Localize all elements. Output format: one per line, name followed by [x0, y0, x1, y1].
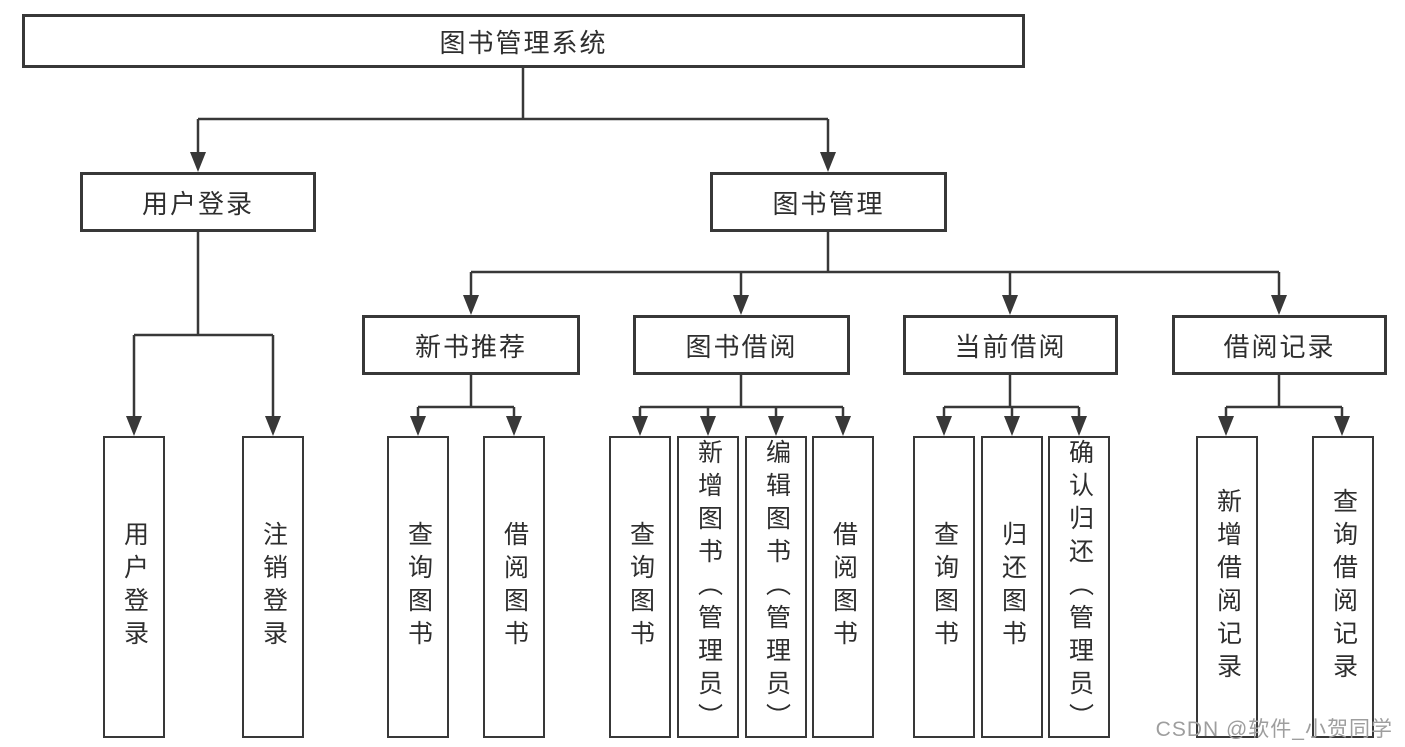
arrowhead-icon [1004, 416, 1020, 436]
leaf-add-books-admin: 新增图书（管理员） [677, 436, 739, 738]
node-user-login: 用户登录 [80, 172, 316, 232]
node-new-book-recommend-label: 新书推荐 [414, 331, 527, 362]
arrowhead-icon [506, 416, 522, 436]
node-book-borrowing-label: 图书借阅 [685, 331, 798, 362]
leaf-return-books: 归还图书 [981, 436, 1043, 738]
leaf-borrow-books-1-label: 借阅图书 [500, 521, 529, 653]
leaf-query-books-3-label: 查询图书 [930, 521, 959, 653]
node-library-system: 图书管理系统 [22, 14, 1025, 68]
leaf-logout-label: 注销登录 [259, 521, 288, 653]
arrowhead-icon [1218, 416, 1234, 436]
arrowhead-icon [265, 416, 281, 436]
arrowhead-icon [126, 416, 142, 436]
arrowhead-icon [1334, 416, 1350, 436]
arrowhead-icon [936, 416, 952, 436]
leaf-query-borrow-record-label: 查询借阅记录 [1329, 488, 1358, 686]
arrowhead-icon [1002, 295, 1018, 315]
arrowhead-icon [835, 416, 851, 436]
leaf-user-login: 用户登录 [103, 436, 165, 738]
arrowhead-icon [1071, 416, 1087, 436]
node-user-login-label: 用户登录 [141, 188, 254, 219]
arrowhead-icon [768, 416, 784, 436]
node-current-borrowing-label: 当前借阅 [954, 331, 1067, 362]
node-current-borrowing: 当前借阅 [903, 315, 1118, 375]
arrowhead-icon [1271, 295, 1287, 315]
arrowhead-icon [190, 152, 206, 172]
leaf-query-books-3: 查询图书 [913, 436, 975, 738]
leaf-query-borrow-record: 查询借阅记录 [1312, 436, 1374, 738]
leaf-query-books-1-label: 查询图书 [404, 521, 433, 653]
node-borrowing-records: 借阅记录 [1172, 315, 1387, 375]
leaf-edit-books-admin: 编辑图书（管理员） [745, 436, 807, 738]
arrowhead-icon [733, 295, 749, 315]
node-book-management-label: 图书管理 [772, 188, 885, 219]
node-book-management: 图书管理 [710, 172, 947, 232]
arrowhead-icon [700, 416, 716, 436]
leaf-query-books-1: 查询图书 [387, 436, 449, 738]
leaf-add-books-admin-label: 新增图书（管理员） [694, 438, 723, 736]
arrowhead-icon [463, 295, 479, 315]
leaf-query-books-2: 查询图书 [609, 436, 671, 738]
leaf-add-borrow-record: 新增借阅记录 [1196, 436, 1258, 738]
node-borrowing-records-label: 借阅记录 [1223, 331, 1336, 362]
node-library-system-label: 图书管理系统 [439, 27, 608, 58]
arrowhead-icon [632, 416, 648, 436]
leaf-user-login-label: 用户登录 [120, 521, 149, 653]
leaf-add-borrow-record-label: 新增借阅记录 [1213, 488, 1242, 686]
arrowhead-icon [820, 152, 836, 172]
leaf-confirm-return-admin: 确认归还（管理员） [1048, 436, 1110, 738]
node-new-book-recommend: 新书推荐 [362, 315, 580, 375]
leaf-borrow-books-1: 借阅图书 [483, 436, 545, 738]
leaf-borrow-books-2: 借阅图书 [812, 436, 874, 738]
leaf-query-books-2-label: 查询图书 [626, 521, 655, 653]
leaf-borrow-books-2-label: 借阅图书 [829, 521, 858, 653]
arrowhead-icon [410, 416, 426, 436]
csdn-watermark: CSDN @软件_小贺同学 [1155, 718, 1393, 741]
leaf-confirm-return-admin-label: 确认归还（管理员） [1065, 438, 1094, 736]
leaf-edit-books-admin-label: 编辑图书（管理员） [762, 438, 791, 736]
leaf-return-books-label: 归还图书 [998, 521, 1027, 653]
leaf-logout: 注销登录 [242, 436, 304, 738]
node-book-borrowing: 图书借阅 [633, 315, 850, 375]
